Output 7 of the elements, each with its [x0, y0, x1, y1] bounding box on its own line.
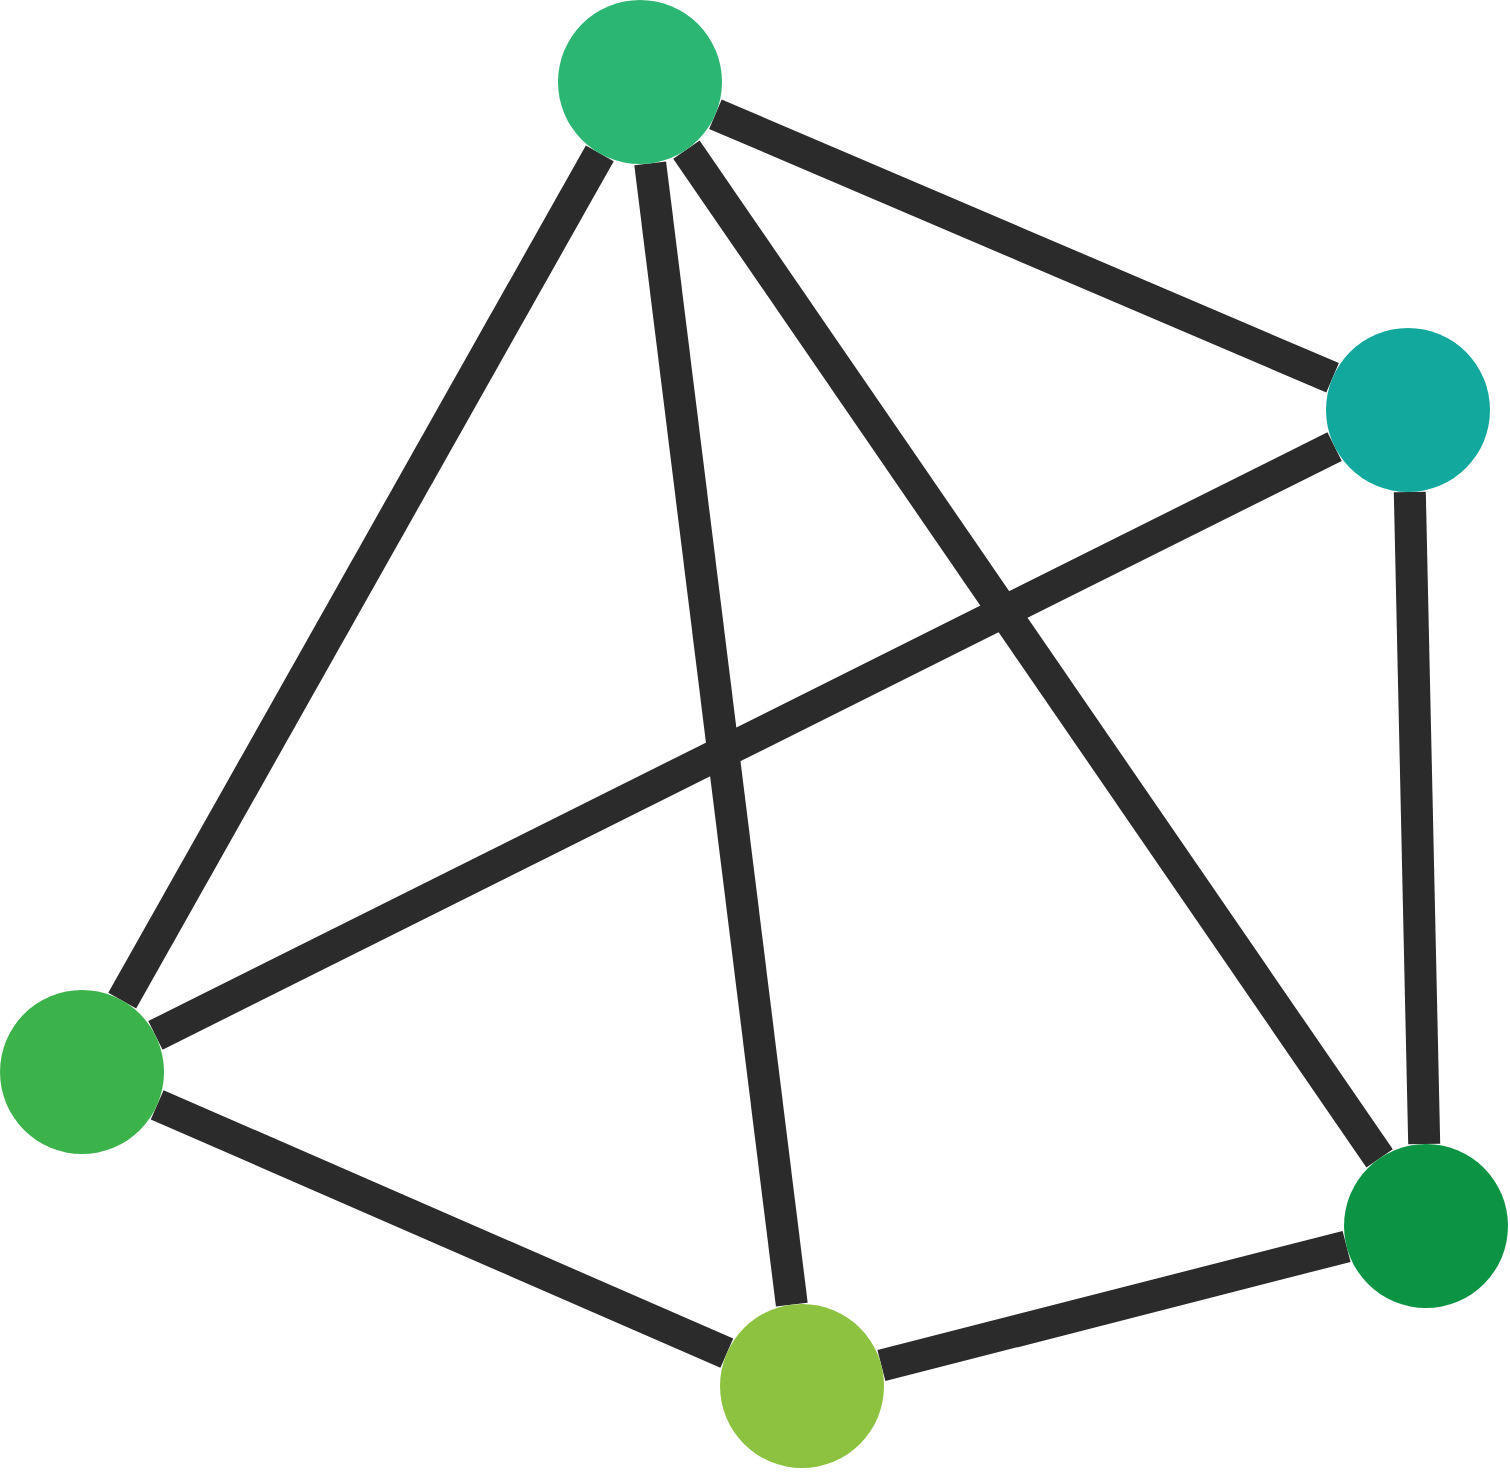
connector-line: [108, 145, 614, 1009]
connector-line: [673, 140, 1393, 1168]
connector-line: [709, 99, 1339, 393]
connector-line: [877, 1230, 1351, 1382]
connector-line: [150, 1090, 734, 1368]
connector-line: [634, 161, 808, 1307]
connector-line: [1393, 491, 1441, 1145]
